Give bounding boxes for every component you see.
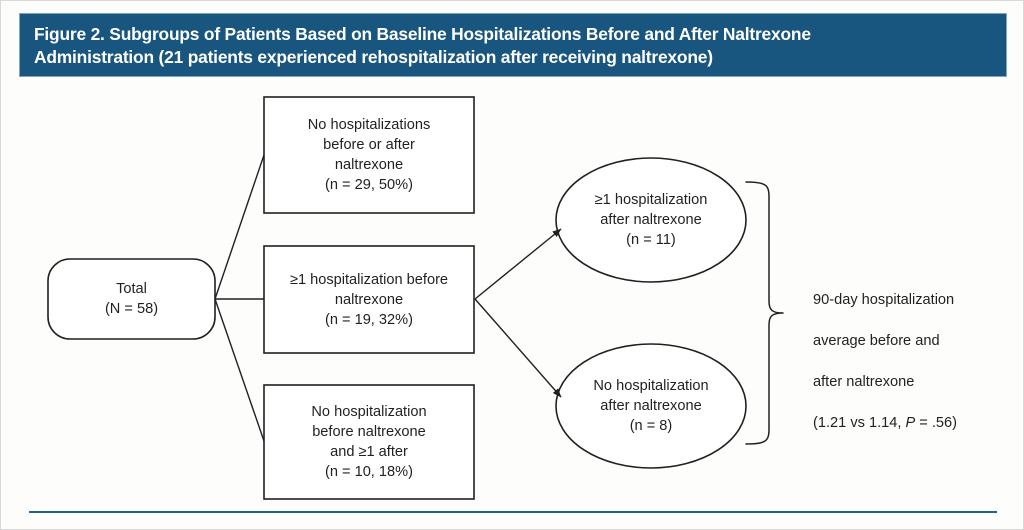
bottom-divider: [29, 511, 997, 513]
node-no-hosp-before-and-after-shape: [263, 384, 475, 500]
node-no-hosp-before-and-after-label: No hospitalization before naltrexone and…: [311, 404, 427, 480]
edge-hosp-before-to-hosp-after: [474, 228, 562, 300]
node-no-hosp-before-or-after-label: No hospitalizations before or after nalt…: [307, 117, 431, 193]
figure-title-bar: Figure 2. Subgroups of Patients Based on…: [19, 13, 1007, 77]
annotation-line-3: after naltrexone: [813, 373, 915, 390]
annotation-paren-open: (1.21 vs 1.14,: [813, 414, 906, 431]
node-hosp-before-label: ≥1 hospitalization before naltrexone (n …: [289, 271, 449, 328]
node-no-hosp-after-label: No hospitalization after naltrexone (n =…: [593, 378, 709, 434]
annotation-line-1: 90-day hospitalization: [813, 291, 955, 308]
annotation-brace: [745, 181, 784, 445]
annotation-paren-close: = .56): [915, 414, 957, 431]
edge-total-to-top: [214, 154, 265, 300]
edge-total-to-bottom: [214, 298, 265, 442]
figure-title: Figure 2. Subgroups of Patients Based on…: [34, 24, 811, 67]
annotation-text: 90-day hospitalization average before an…: [813, 269, 1013, 454]
node-hosp-after-label: ≥1 hospitalization after naltrexone (n =…: [594, 192, 708, 248]
annotation-line-2: average before and: [813, 332, 940, 349]
node-no-hosp-before-or-after-shape: [263, 96, 475, 214]
edge-hosp-before-to-no-hosp-after: [474, 298, 562, 398]
annotation-line-4: (1.21 vs 1.14, P = .56): [813, 413, 1013, 434]
node-total-label: Total (N = 58): [104, 281, 159, 317]
node-hosp-after-shape: [555, 157, 747, 283]
node-hosp-before-shape: [263, 245, 475, 354]
annotation-p-symbol: P: [905, 414, 916, 431]
node-no-hosp-after-shape: [555, 343, 747, 469]
